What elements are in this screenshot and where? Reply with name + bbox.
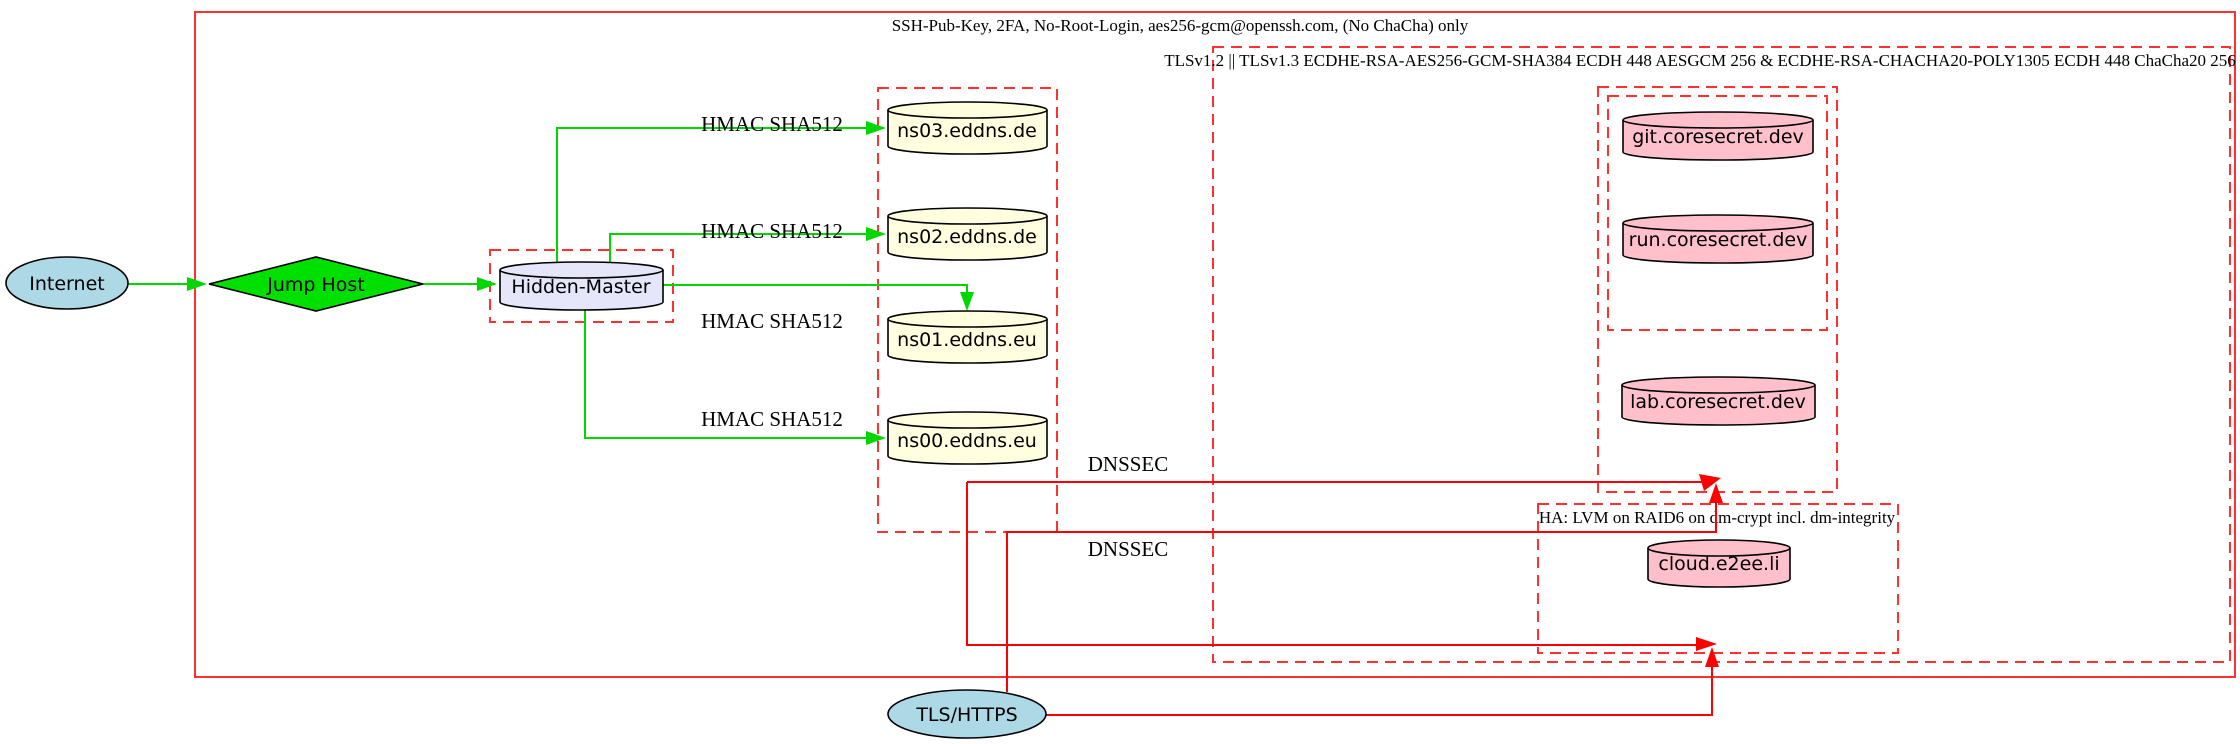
ns00-label: ns00.eddns.eu bbox=[897, 430, 1037, 452]
arrowhead-ns02 bbox=[866, 227, 886, 241]
ns01-label: ns01.eddns.eu bbox=[897, 329, 1037, 351]
edge-label-hmac-ns02: HMAC SHA512 bbox=[701, 219, 843, 243]
edge-dnssec-lower bbox=[966, 482, 1697, 646]
lab-label: lab.coresecret.dev bbox=[1630, 391, 1806, 413]
arrowhead-ns00 bbox=[866, 431, 886, 445]
coresecret-inner-cluster-box bbox=[1607, 95, 1828, 331]
tls-https-node bbox=[887, 689, 1047, 739]
git-node bbox=[1622, 111, 1814, 161]
ns01-node bbox=[887, 310, 1048, 364]
hidden-master-node bbox=[499, 261, 664, 311]
internet-node bbox=[5, 256, 129, 310]
arrowhead-tlshttps-ha bbox=[1705, 647, 1719, 667]
edge-label-hmac-ns00: HMAC SHA512 bbox=[701, 407, 843, 431]
run-label: run.coresecret.dev bbox=[1629, 229, 1808, 251]
hidden-master-label: Hidden-Master bbox=[511, 276, 650, 298]
ssh-boundary-box bbox=[194, 11, 2236, 678]
cloud-rim bbox=[1647, 547, 1791, 557]
edge-label-hmac-ns01: HMAC SHA512 bbox=[701, 309, 843, 333]
ns02-label: ns02.eddns.de bbox=[897, 226, 1037, 248]
ns00-node bbox=[887, 411, 1048, 465]
cloud-label: cloud.e2ee.li bbox=[1658, 553, 1779, 575]
edge-hiddenmaster-ns01 bbox=[663, 284, 968, 294]
run-rim bbox=[1622, 222, 1814, 232]
edge-hiddenmaster-ns00 bbox=[584, 310, 868, 439]
edge-label-dnssec-upper: DNSSEC bbox=[1088, 452, 1169, 476]
ha-cluster-box bbox=[1537, 503, 1899, 654]
edge-tlshttps-coresecret bbox=[1006, 500, 1717, 692]
ns01-rim bbox=[887, 318, 1048, 328]
ns02-rim bbox=[887, 215, 1048, 225]
edge-tlshttps-ha bbox=[1045, 664, 1713, 716]
arrowhead-tlshttps-coresecret bbox=[1709, 483, 1723, 503]
tls-boundary-box bbox=[1212, 46, 2231, 663]
ns03-label: ns03.eddns.de bbox=[897, 120, 1037, 142]
ssh-boundary-label: SSH-Pub-Key, 2FA, No-Root-Login, aes256-… bbox=[892, 16, 1469, 35]
arrowhead-ns01 bbox=[960, 292, 974, 311]
cloud-node bbox=[1647, 539, 1791, 588]
git-label: git.coresecret.dev bbox=[1632, 126, 1804, 148]
jump-host-label: Jump Host bbox=[266, 274, 365, 296]
internet-label: Internet bbox=[29, 273, 104, 295]
arrowhead-internet-jumphost bbox=[187, 277, 207, 291]
arrowhead-ns03 bbox=[866, 121, 886, 135]
edge-hiddenmaster-ns02 bbox=[609, 233, 868, 262]
tls-boundary-label: TLSv1.2 || TLSv1.3 ECDHE-RSA-AES256-GCM-… bbox=[1164, 51, 2236, 70]
edge-hiddenmaster-ns03 bbox=[556, 127, 868, 262]
arrowhead-jumphost-hiddenmaster bbox=[477, 277, 497, 291]
tls-https-label: TLS/HTTPS bbox=[915, 704, 1017, 726]
lab-node bbox=[1621, 376, 1816, 426]
ns03-rim bbox=[887, 109, 1048, 119]
edge-label-hmac-ns03: HMAC SHA512 bbox=[701, 112, 843, 136]
jump-host-node bbox=[208, 256, 424, 312]
ha-cluster-label: HA: LVM on RAID6 on dm-crypt incl. dm-in… bbox=[1539, 508, 1896, 527]
ns03-node bbox=[887, 101, 1048, 155]
ns00-rim bbox=[887, 419, 1048, 429]
arrowhead-dnssec-lower bbox=[1696, 637, 1717, 651]
hidden-master-rim bbox=[499, 269, 664, 279]
arrowhead-dnssec-upper bbox=[1699, 474, 1721, 491]
edge-label-dnssec-lower: DNSSEC bbox=[1088, 537, 1169, 561]
git-rim bbox=[1622, 119, 1814, 129]
run-node bbox=[1622, 214, 1814, 264]
ns02-node bbox=[887, 207, 1048, 261]
lab-rim bbox=[1621, 384, 1816, 394]
